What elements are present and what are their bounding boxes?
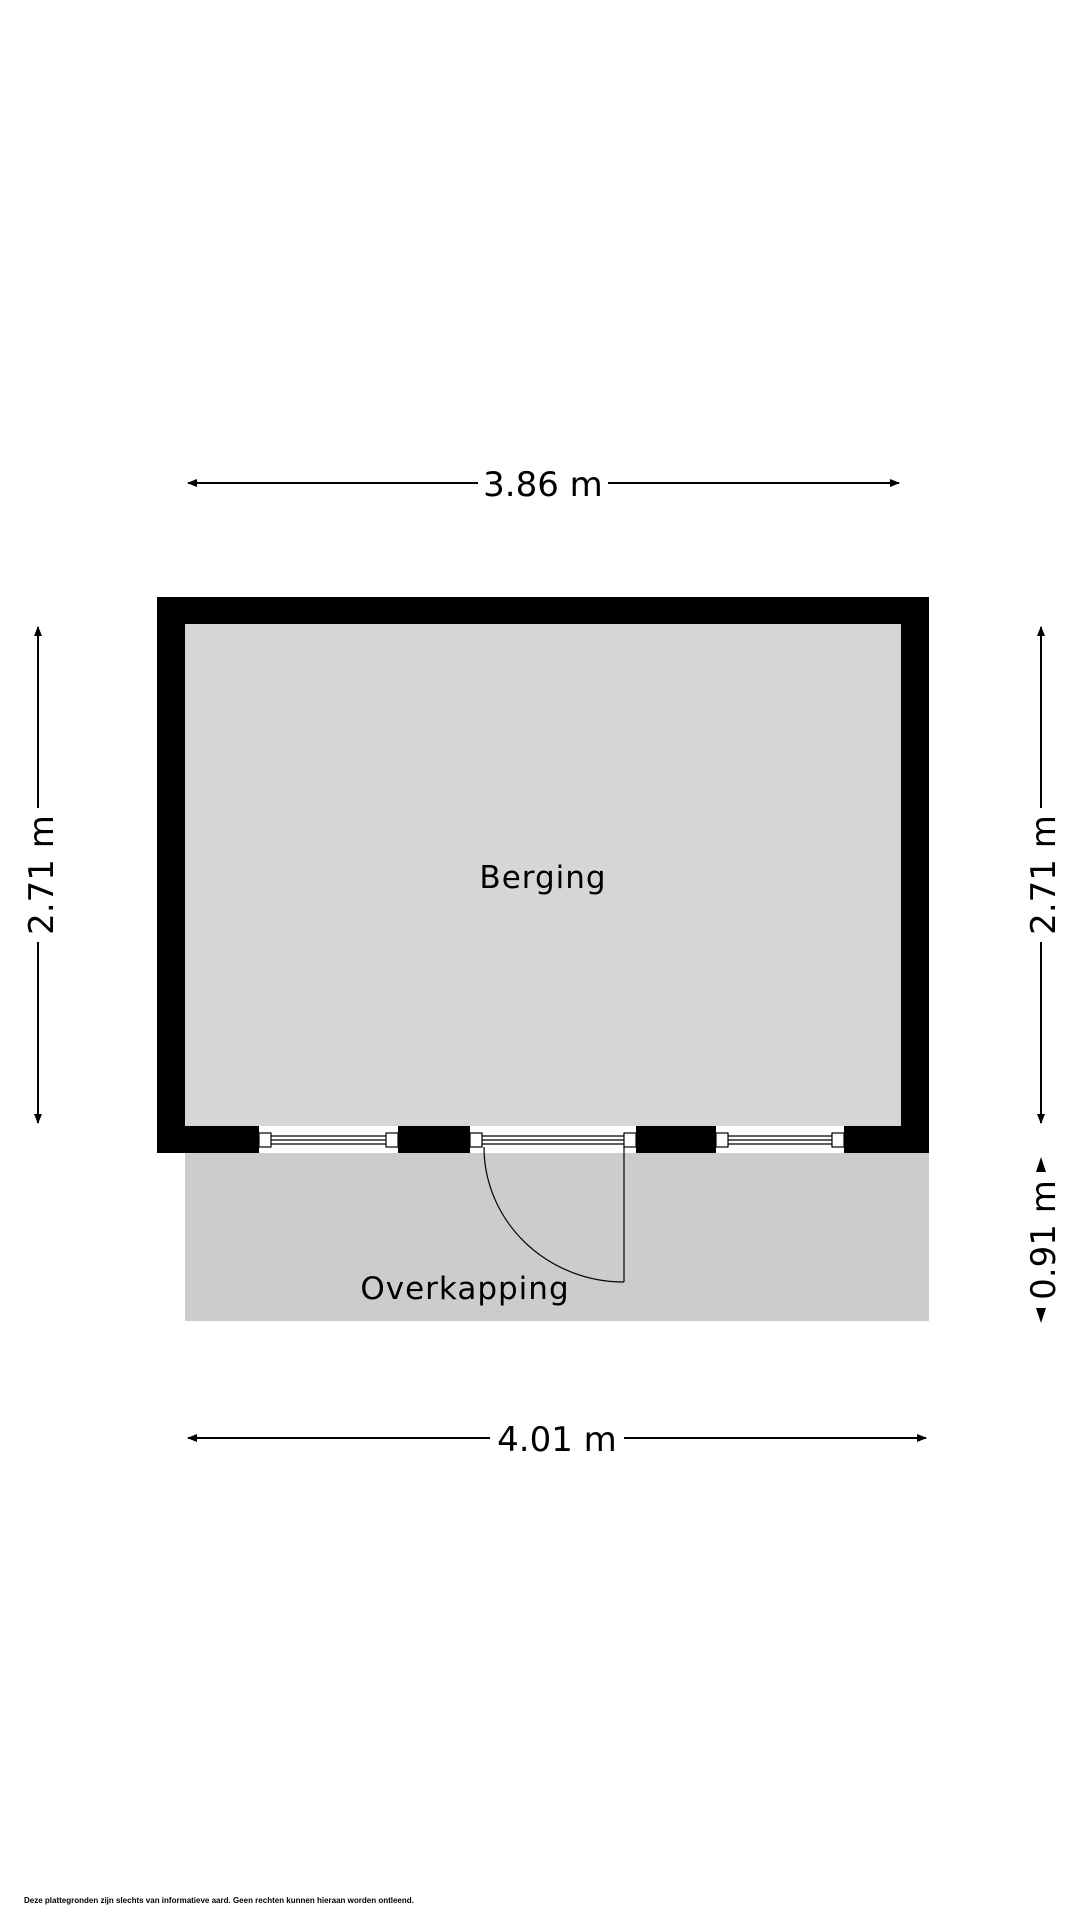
window-right (715, 1126, 845, 1153)
wall-bottom-segment-4 (844, 1126, 929, 1153)
wall-right (901, 597, 929, 1153)
dimension-label-canopy-depth: 0.91 m (1024, 1180, 1064, 1300)
room-label-berging: Berging (479, 860, 606, 896)
wall-bottom-segment-3 (636, 1126, 716, 1153)
walls (157, 597, 929, 1153)
dimension-right-canopy-depth (1036, 1157, 1046, 1323)
door (469, 1126, 637, 1283)
window-left (258, 1126, 399, 1153)
wall-left (157, 597, 185, 1153)
canopy-area (185, 1150, 929, 1321)
wall-top (157, 597, 929, 624)
wall-bottom-segment-2 (398, 1126, 470, 1153)
door-swing-arc (483, 1146, 625, 1283)
wall-bottom-segment-1 (157, 1126, 259, 1153)
dimension-label-top-width: 3.86 m (483, 465, 603, 505)
dimension-label-left-height: 2.71 m (22, 815, 62, 935)
dimension-label-bottom-width: 4.01 m (497, 1420, 617, 1460)
disclaimer-text: Deze plattegronden zijn slechts van info… (24, 1896, 414, 1905)
dimension-label-right-height: 2.71 m (1024, 815, 1064, 935)
room-label-overkapping: Overkapping (360, 1271, 569, 1307)
storage-room-floor (185, 624, 901, 1126)
